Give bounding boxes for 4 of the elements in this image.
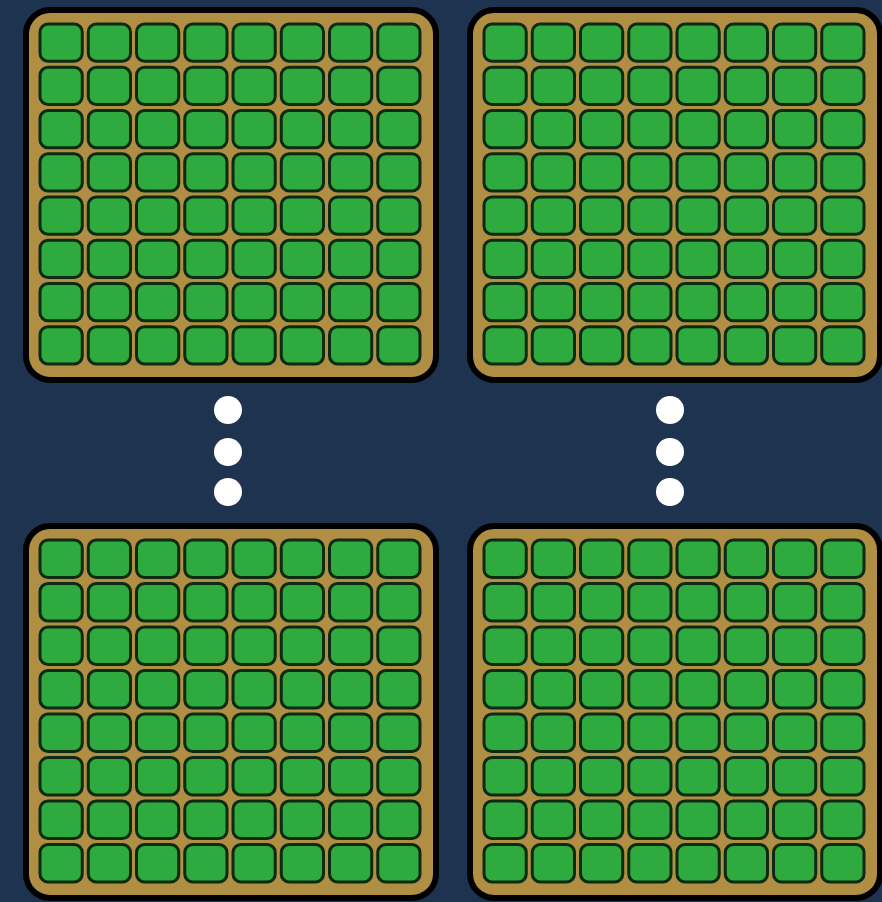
tile-grid-drawing	[467, 7, 882, 383]
tile-grid-drawing	[467, 523, 882, 901]
tile-grid-drawing	[23, 523, 439, 901]
tile-grid-drawing	[23, 7, 439, 383]
